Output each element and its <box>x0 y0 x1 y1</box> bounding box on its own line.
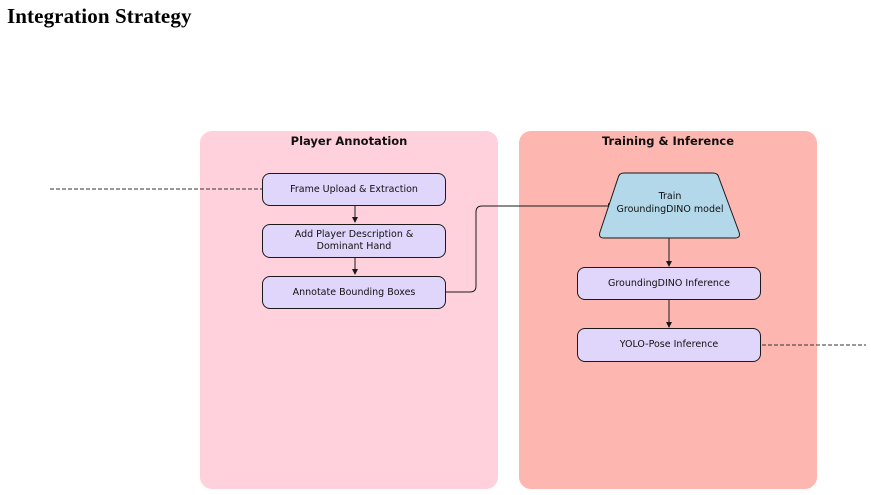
node-yolo-pose-inference: YOLO-Pose Inference <box>577 328 761 362</box>
node-annotate-bounding-boxes: Annotate Bounding Boxes <box>262 276 446 309</box>
lane-title-training-inference: Training & Inference <box>601 134 735 148</box>
lane-title-player-annotation: Player Annotation <box>290 134 408 148</box>
node-frame-upload: Frame Upload & Extraction <box>262 173 446 206</box>
node-player-description: Add Player Description & Dominant Hand <box>262 224 446 258</box>
page-title: Integration Strategy <box>7 4 192 28</box>
node-groundingdino-inference: GroundingDINO Inference <box>577 267 761 300</box>
node-train-model-label: Train GroundingDINO model <box>616 191 724 215</box>
arrow-annotate-to-train <box>446 203 614 293</box>
train-model-shape <box>599 172 740 239</box>
